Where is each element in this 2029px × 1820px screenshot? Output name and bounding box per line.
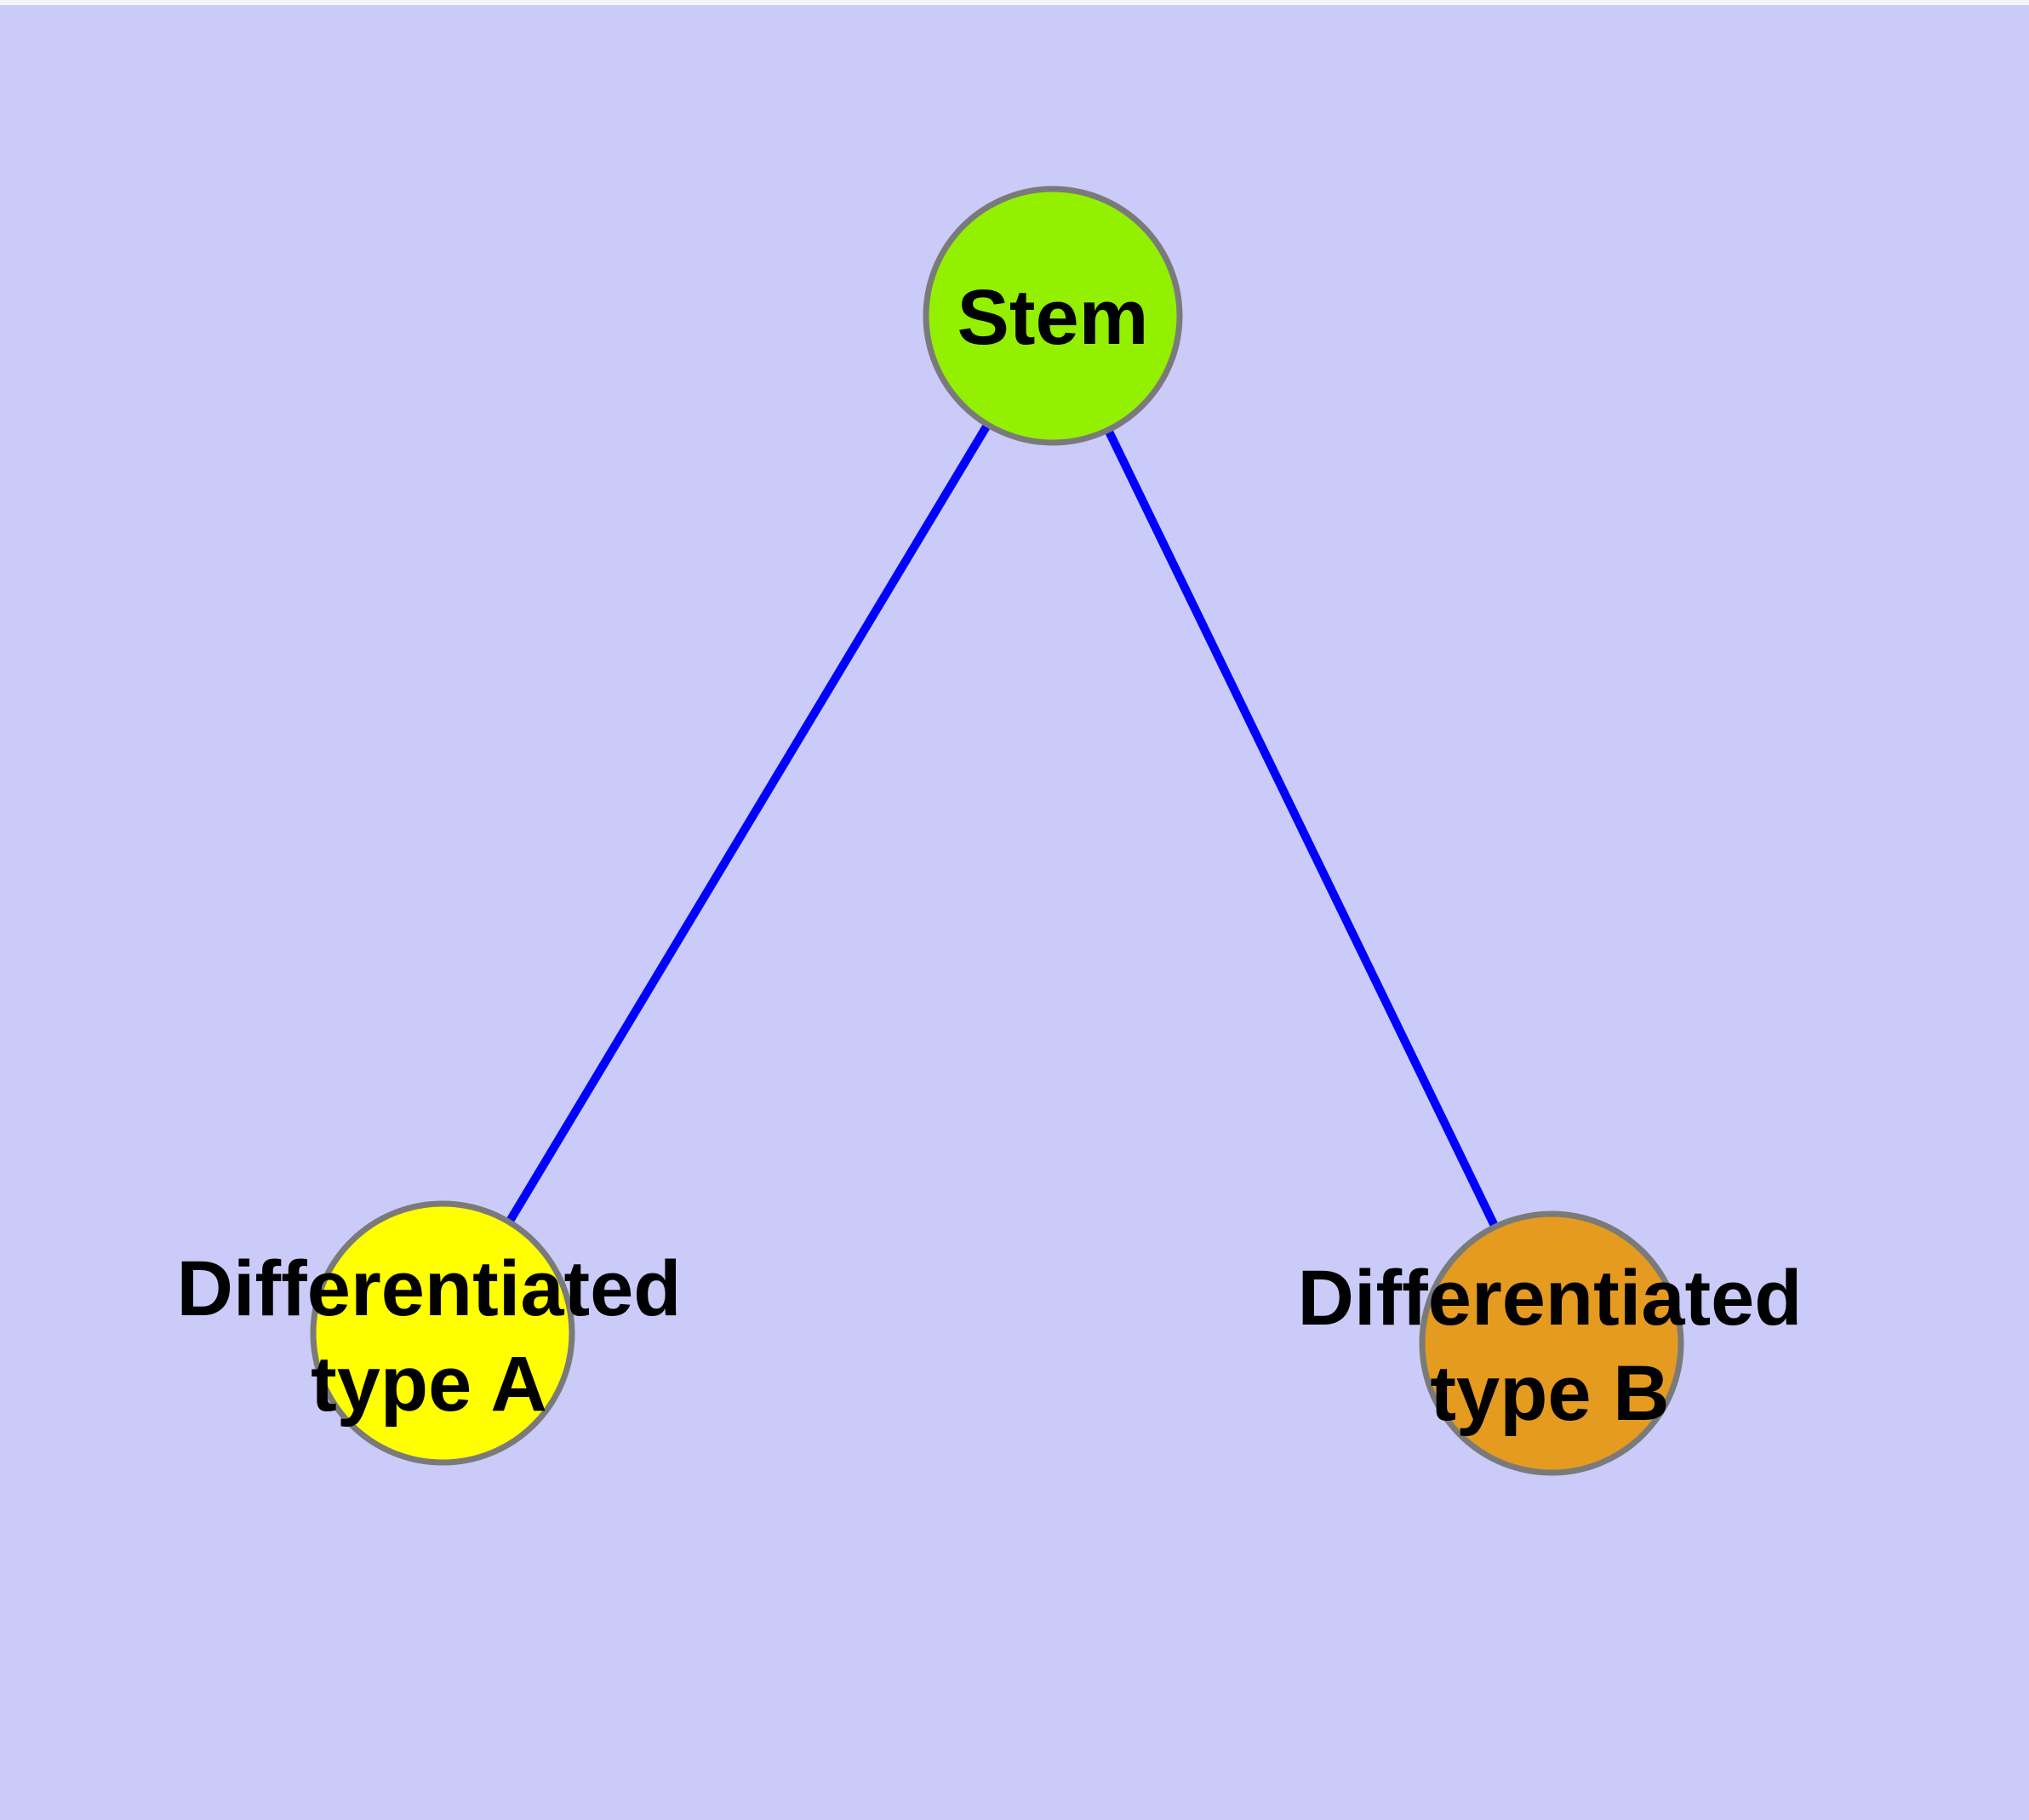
node-stem	[923, 186, 1183, 446]
node-type-a-label-line1: Differentiated	[177, 1245, 682, 1332]
node-type-b-label-line1: Differentiated	[1298, 1255, 1803, 1342]
node-type-a-label-line2: type A	[311, 1341, 547, 1428]
node-differentiated-type-a	[310, 1200, 575, 1466]
node-differentiated-type-b	[1419, 1210, 1684, 1476]
node-stem-label: Stem	[957, 274, 1149, 361]
node-type-b-label-line2: type B	[1430, 1350, 1669, 1437]
edge-stem-to-type-b	[1049, 313, 1556, 1346]
window-top-edge	[0, 0, 2029, 5]
edge-stem-to-type-a	[438, 313, 1057, 1336]
